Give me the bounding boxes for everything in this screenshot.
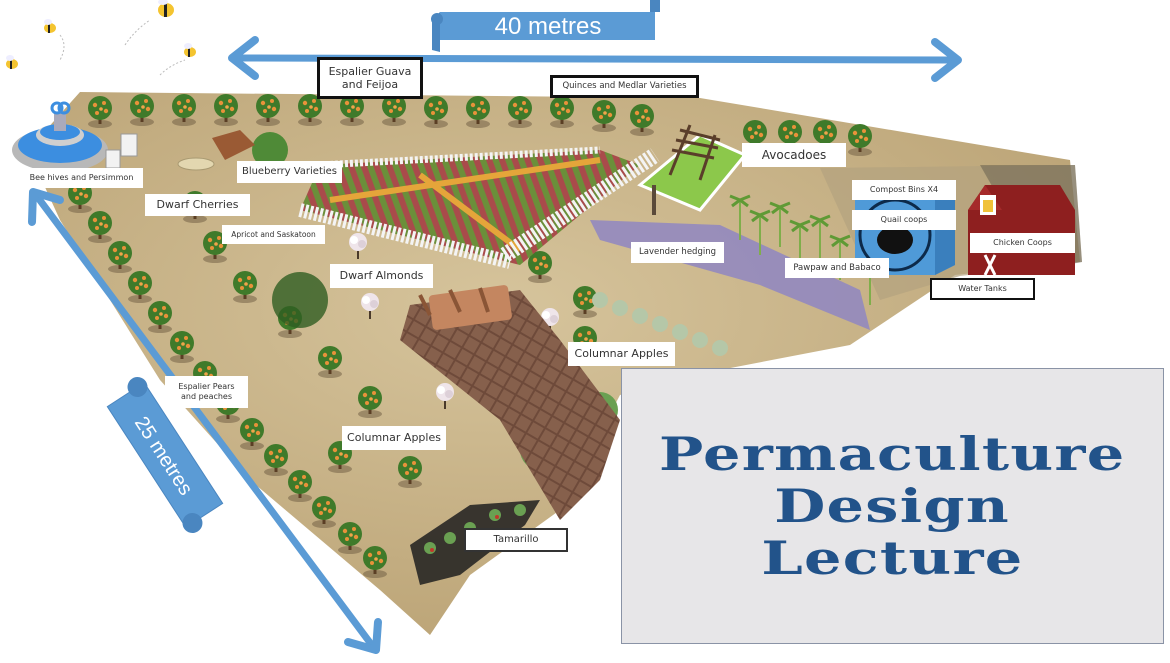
label-columnar-apples-left: Columnar Apples — [342, 426, 446, 450]
title-line-2: Design — [774, 479, 1011, 533]
label-dwarf-almonds: Dwarf Almonds — [330, 264, 433, 288]
label-espalier-guava: Espalier Guava and Feijoa — [317, 57, 423, 99]
label-quail-text: Quail coops — [880, 215, 928, 225]
bench-icon — [177, 130, 255, 171]
label-blueberry: Blueberry Varieties — [237, 161, 342, 183]
label-pawpaw: Pawpaw and Babaco — [785, 258, 889, 278]
label-quinces: Quinces and Medlar Varieties — [550, 75, 699, 98]
title-line-3: Lecture — [761, 531, 1024, 585]
label-espalier-pears: Espalier Pears and peaches — [165, 376, 248, 408]
depth-dimension-arrow — [28, 188, 382, 654]
bees-decoration — [6, 0, 196, 76]
chicken-barn-icon — [968, 185, 1075, 276]
label-avocadoes: Avocadoes — [742, 143, 846, 167]
label-tamarillo: Tamarillo — [464, 528, 568, 552]
label-bee-hives-text: Bee hives and Persimmon — [29, 173, 134, 183]
label-lavender-text: Lavender hedging — [639, 247, 716, 258]
lecture-title-box: Permaculture Design Lecture — [621, 368, 1164, 644]
vegetable-beds — [298, 146, 660, 269]
label-espalier-guava-line1: Espalier Guava — [328, 64, 412, 78]
title-line-1: Permaculture — [659, 427, 1126, 481]
label-dwarf-cherries-text: Dwarf Cherries — [156, 198, 239, 212]
label-avocadoes-text: Avocadoes — [761, 147, 827, 162]
label-dwarf-cherries: Dwarf Cherries — [145, 194, 250, 216]
label-espalier-pears-line1: Espalier Pears — [178, 382, 235, 392]
label-apricot-text: Apricot and Saskatoon — [231, 230, 316, 239]
label-tamarillo-text: Tamarillo — [493, 534, 539, 545]
label-water-tanks: Water Tanks — [930, 278, 1035, 300]
width-label: 40 metres — [495, 13, 602, 40]
label-water-tanks-text: Water Tanks — [958, 284, 1007, 294]
shrub-row — [592, 292, 728, 356]
label-compost-text: Compost Bins X4 — [869, 185, 939, 195]
label-dwarf-almonds-text: Dwarf Almonds — [339, 269, 424, 283]
patio-path — [400, 285, 620, 520]
fountain-icon — [12, 101, 108, 172]
label-chicken-text: Chicken Coops — [993, 238, 1052, 248]
label-apricot: Apricot and Saskatoon — [222, 225, 325, 244]
label-columnar-apples-right: Columnar Apples — [568, 342, 675, 366]
label-columnar-apples-right-text: Columnar Apples — [574, 347, 669, 361]
label-bee-hives: Bee hives and Persimmon — [20, 168, 143, 188]
label-compost: Compost Bins X4 — [852, 180, 956, 200]
width-banner: 40 metres — [431, 0, 660, 52]
label-lavender: Lavender hedging — [631, 242, 724, 263]
label-espalier-guava-line2: and Feijoa — [341, 78, 399, 91]
label-espalier-pears-line2: and peaches — [180, 392, 233, 401]
label-quinces-text: Quinces and Medlar Varieties — [562, 81, 687, 92]
label-columnar-apples-left-text: Columnar Apples — [347, 431, 441, 445]
label-pawpaw-text: Pawpaw and Babaco — [793, 262, 881, 273]
label-blueberry-text: Blueberry Varieties — [241, 166, 338, 177]
label-chicken: Chicken Coops — [970, 233, 1075, 253]
label-quail: Quail coops — [852, 210, 956, 230]
